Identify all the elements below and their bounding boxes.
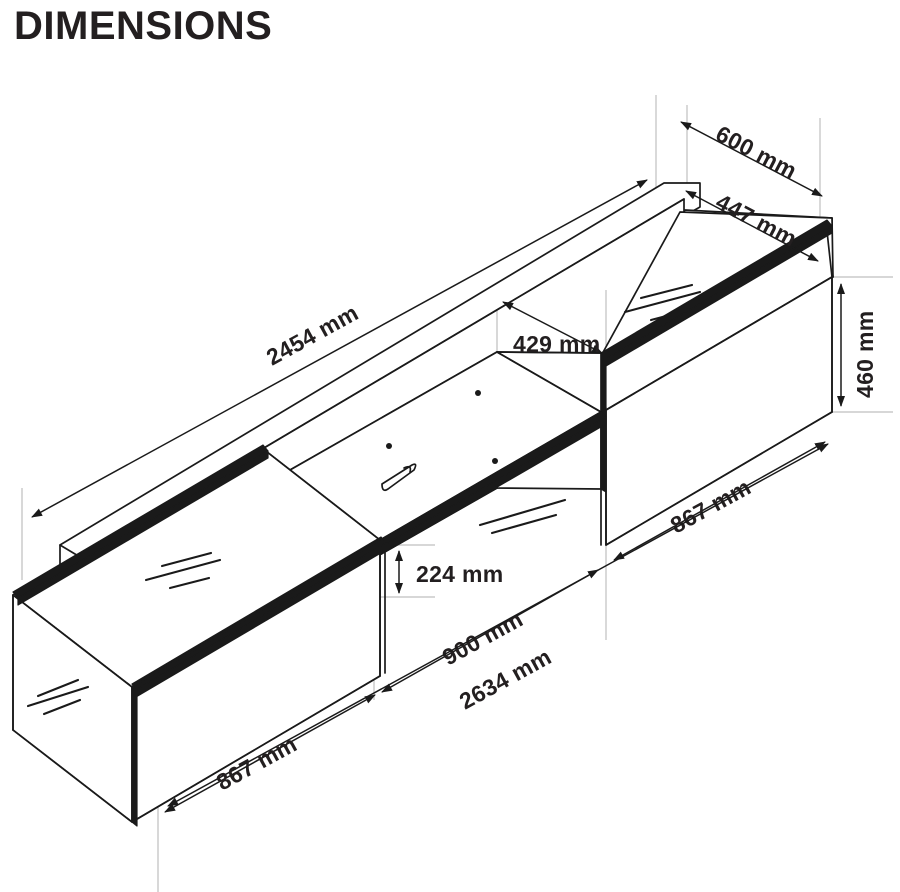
page-title: DIMENSIONS (14, 4, 273, 48)
dimension-label-600: 600 mm (712, 120, 802, 183)
dimension-overall-depth: 600 mm (680, 120, 823, 197)
dimension-center-niche-width: 429 mm (502, 301, 603, 357)
dimension-cabinet-height: 460 mm (837, 283, 878, 407)
dimension-label-2454: 2454 mm (262, 299, 363, 370)
dimension-label-429: 429 mm (513, 331, 600, 357)
dimension-label-460: 460 mm (852, 311, 878, 398)
dimension-niche-height: 224 mm (395, 550, 503, 594)
left-cabinet-box (12, 444, 387, 827)
gloss-highlight-left-end (26, 678, 90, 716)
gloss-highlight-niche (478, 498, 567, 535)
dimension-label-224: 224 mm (416, 561, 503, 587)
